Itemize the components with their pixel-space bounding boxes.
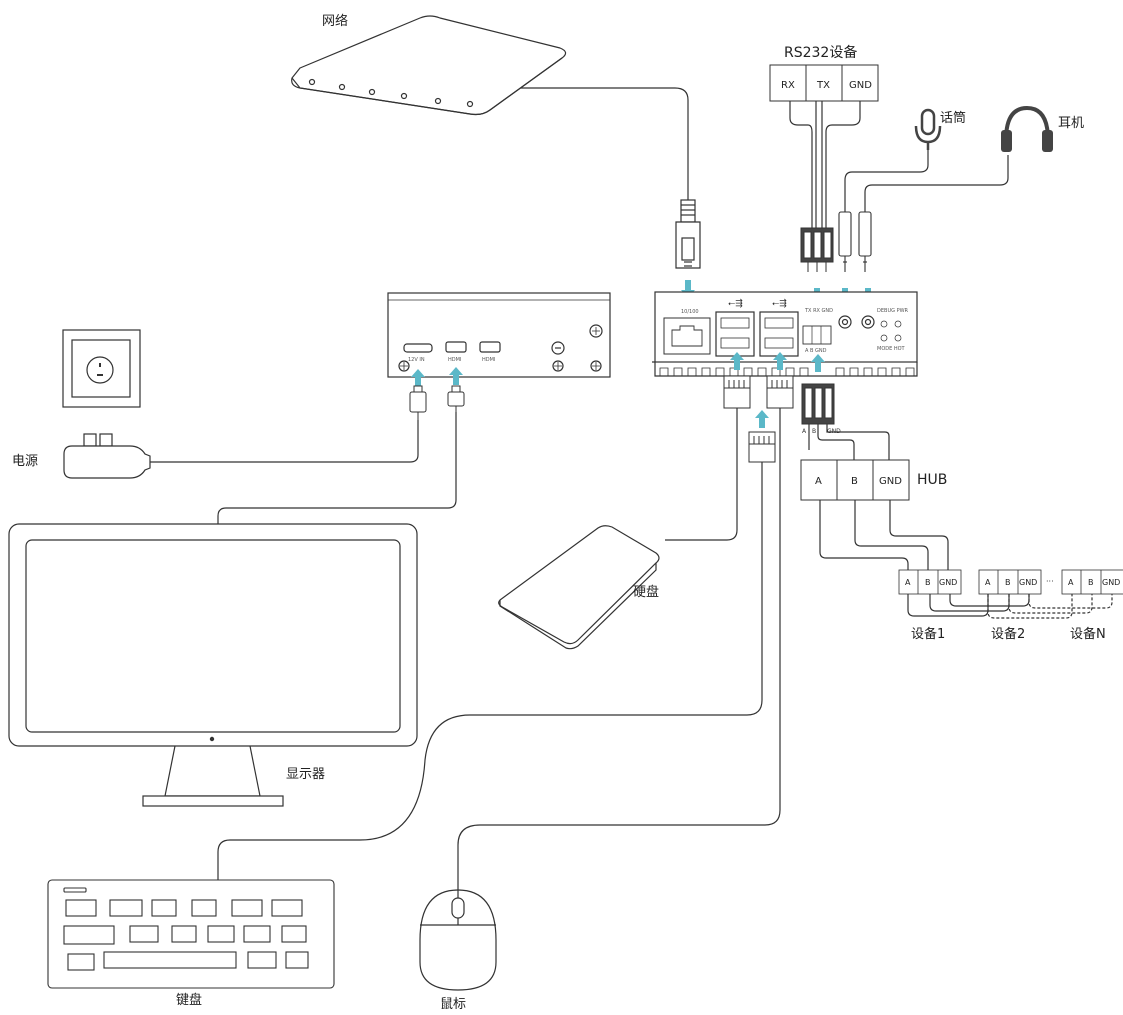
- harddisk: [498, 525, 660, 650]
- harddisk-cable: [665, 408, 738, 541]
- device2-pin-gnd: GND: [1019, 578, 1037, 587]
- usb-plug-mouse: [766, 375, 794, 409]
- keyboard-arrow: [755, 410, 769, 428]
- microphone-label: 话筒: [940, 110, 966, 126]
- hdmi-plug: [447, 385, 465, 412]
- mainbox-rear: [387, 292, 611, 378]
- device2-pin-a: A: [985, 578, 991, 587]
- device2-pin-b: B: [1005, 578, 1011, 587]
- mic-cable: [844, 148, 929, 212]
- device2-label: 设备2: [991, 626, 1025, 642]
- rs232-rx-cable: [789, 100, 813, 228]
- mouse-cable: [457, 408, 781, 890]
- hub-box: [800, 459, 910, 501]
- svg-text:⭠⇶: ⭠⇶: [728, 298, 743, 309]
- hub-label: HUB: [917, 472, 947, 488]
- usb-plug-keyboard: [748, 431, 776, 463]
- mic-jack: [838, 211, 852, 272]
- power-cable: [150, 420, 419, 463]
- hdmi-cable: [217, 412, 457, 524]
- microphone-icon: [914, 108, 942, 150]
- rs232-terminal-plug: [800, 227, 834, 272]
- headphone-label: 耳机: [1058, 116, 1084, 131]
- svg-text:10/100: 10/100: [681, 309, 699, 315]
- svg-text:TX RX GND: TX RX GND: [804, 308, 833, 314]
- harddisk-label: 硬盘: [633, 584, 659, 600]
- terminal-pin-gnd: GND: [827, 428, 841, 435]
- keyboard-cable: [217, 462, 763, 880]
- terminal-pin-a: A: [802, 428, 807, 435]
- devicen-pin-b: B: [1088, 578, 1094, 587]
- hub-pin-b: B: [851, 476, 858, 487]
- cables: [150, 87, 1113, 890]
- rs232-device-box: [769, 64, 879, 102]
- svg-text:DEBUG PWR: DEBUG PWR: [877, 308, 909, 314]
- headphone-jack: [858, 211, 872, 272]
- devicen-label: 设备N: [1070, 626, 1106, 642]
- rj45-plug: [675, 199, 701, 269]
- rs232-pin-rx: RX: [781, 80, 795, 91]
- terminal-pin-b: B: [812, 428, 816, 435]
- mouse: [419, 889, 497, 991]
- rs232-device-label: RS232设备: [784, 44, 857, 61]
- device1-pin-b: B: [925, 578, 931, 587]
- power-label: 电源: [12, 454, 38, 469]
- usb-plug-harddisk: [723, 375, 751, 409]
- device-1-box: [898, 569, 962, 595]
- svg-text:⭠⇶: ⭠⇶: [772, 298, 787, 309]
- svg-text:HDMI: HDMI: [482, 357, 495, 363]
- ellipsis: ···: [1046, 577, 1054, 586]
- power-adapter: [63, 433, 151, 479]
- rs232-pin-gnd: GND: [849, 80, 872, 91]
- device-n-box: [1061, 569, 1123, 595]
- network-cable: [520, 87, 689, 200]
- svg-text:MODE HOT: MODE HOT: [877, 346, 906, 352]
- wall-socket: [62, 329, 141, 408]
- network-label: 网络: [322, 13, 348, 29]
- device1-pin-gnd: GND: [939, 578, 957, 587]
- keyboard: [47, 879, 335, 989]
- device1-label: 设备1: [911, 626, 945, 642]
- power-plug: [409, 385, 427, 420]
- headphone-icon: [1001, 105, 1053, 152]
- monitor: [8, 523, 418, 807]
- rs485-terminal-plug: [801, 383, 835, 425]
- rs232-gnd-cable: [825, 100, 861, 228]
- router: [291, 15, 567, 116]
- keyboard-label: 键盘: [176, 992, 202, 1008]
- devicen-pin-gnd: GND: [1102, 578, 1120, 587]
- svg-text:HDMI: HDMI: [448, 357, 461, 363]
- hub-pin-gnd: GND: [879, 476, 902, 487]
- headphone-cable: [864, 155, 1009, 212]
- device1-pin-a: A: [905, 578, 911, 587]
- device-2-box: [978, 569, 1042, 595]
- rs232-pin-tx: TX: [816, 80, 830, 91]
- mouse-label: 鼠标: [440, 997, 466, 1011]
- svg-text:A B GND: A B GND: [805, 348, 827, 354]
- devicen-pin-a: A: [1068, 578, 1074, 587]
- svg-text:12V IN: 12V IN: [408, 357, 425, 363]
- hub-pin-a: A: [815, 476, 822, 487]
- monitor-label: 显示器: [286, 767, 325, 782]
